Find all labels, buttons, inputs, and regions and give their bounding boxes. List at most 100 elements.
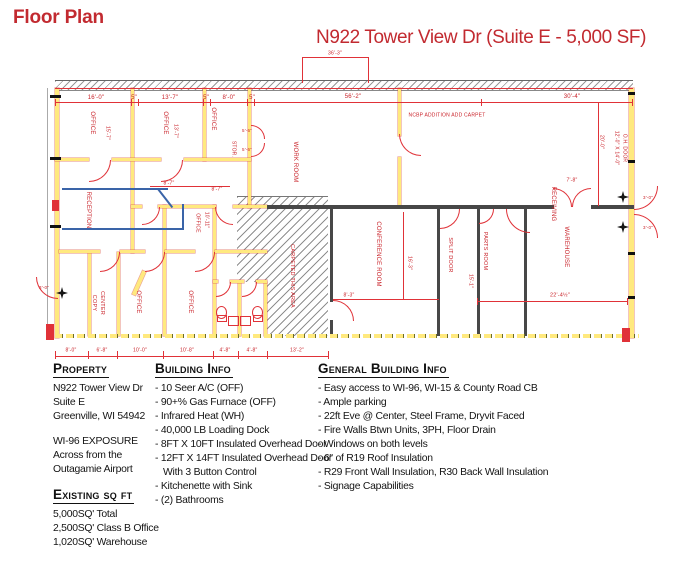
dimension-line <box>302 57 368 58</box>
existing-sqft-line: 1,020SQ' Warehouse <box>53 537 148 548</box>
dimension-line <box>55 356 329 357</box>
property-line: Across from the <box>53 450 123 461</box>
window-tick <box>50 225 61 228</box>
plan-label: 13'-7" <box>161 95 179 101</box>
door-diamond-marker <box>617 221 629 233</box>
plan-label: COPY <box>90 294 97 312</box>
window-tick <box>628 296 635 299</box>
plan-label: 30'-4" <box>563 94 581 100</box>
extension-line <box>47 88 48 338</box>
wall-segment <box>131 205 142 208</box>
plan-label: OFFICE <box>135 290 141 314</box>
dimension-tick <box>238 351 239 359</box>
building-info-item: 90+% Gas Furnace (OFF) <box>155 396 333 410</box>
fixture-symbol <box>217 315 227 322</box>
plan-label: 8'-3" <box>343 292 355 299</box>
plan-label: WORK ROOM <box>292 141 298 183</box>
toilet-symbol <box>216 306 227 319</box>
plan-label: 16'-3" <box>406 256 413 270</box>
lease-line-dashed <box>55 334 639 338</box>
wall-segment <box>55 158 89 161</box>
reception-counter <box>62 228 184 230</box>
plan-label: 56'-2" <box>344 94 362 100</box>
dimension-line <box>333 299 439 300</box>
dimension-tick <box>247 99 248 106</box>
wall-segment <box>256 280 267 283</box>
property-line: Outagamie Airport <box>53 464 133 475</box>
wall-segment <box>117 252 120 336</box>
building-info-list: 10 Seer A/C (OFF)90+% Gas Furnace (OFF)I… <box>155 382 333 508</box>
door-diamond-marker <box>617 191 629 203</box>
door-arc <box>142 207 160 225</box>
plan-label: 16'-0" <box>87 95 105 101</box>
toilet-symbol <box>252 306 263 319</box>
wall-segment <box>238 282 241 336</box>
wall-segment <box>59 250 100 253</box>
dimension-line <box>55 102 633 103</box>
plan-label: OFFICE <box>210 107 216 131</box>
plan-label: OFFICE <box>162 111 168 135</box>
building-info-item: Kitchenette with Sink <box>155 480 333 494</box>
plan-label: 8'-0" <box>65 347 77 354</box>
building-info-section: Building Info 10 Seer A/C (OFF)90+% Gas … <box>155 360 333 508</box>
floor-plan-drawing: 16'-0"5"13'-7"5"8'-0"5"56'-2"30'-4"36'-3… <box>36 50 658 359</box>
door-arc <box>216 282 231 297</box>
plan-label: 4'-8" <box>246 347 258 354</box>
door-arc <box>251 143 265 157</box>
plan-label: 36'-3" <box>328 50 342 57</box>
plan-label: RECEIVING <box>550 186 556 222</box>
wall-segment-dark <box>437 209 440 336</box>
wall-segment <box>158 205 216 208</box>
equipment-symbol <box>52 200 59 211</box>
door-arc <box>506 209 530 233</box>
dimension-tick <box>267 351 268 359</box>
door-arc <box>161 160 183 182</box>
plan-label: 8'-0" <box>222 95 236 101</box>
general-info-heading: General Building Info <box>318 361 449 378</box>
dimension-tick <box>632 99 633 106</box>
dimension-line <box>368 57 369 83</box>
door-arc <box>572 188 591 207</box>
dimension-line <box>598 103 599 206</box>
building-info-heading: Building Info <box>155 361 233 378</box>
wall-segment <box>163 205 166 336</box>
plan-label: OFFICE <box>194 213 201 233</box>
plan-label: 5" <box>131 95 137 101</box>
dimension-line <box>403 212 404 300</box>
dimension-tick <box>88 351 89 359</box>
wall-segment <box>203 88 206 161</box>
wall-segment <box>215 250 267 253</box>
existing-sqft-line: 5,000SQ' Total <box>53 509 118 520</box>
wall-segment <box>230 280 244 283</box>
general-info-list: Easy access to WI-96, WI-15 & County Roa… <box>318 382 680 494</box>
dimension-line <box>302 57 303 83</box>
dimension-tick <box>117 351 118 359</box>
wall-segment <box>398 88 401 136</box>
fixture-symbol <box>253 315 263 322</box>
plan-label: 15'-7" <box>104 126 111 140</box>
building-info-item: 12FT X 14FT Insulated Overhead Door With… <box>155 452 333 480</box>
wall-segment <box>184 158 251 161</box>
dimension-tick <box>210 99 211 106</box>
plan-label: 10'-11" <box>203 211 210 229</box>
door-arc <box>242 282 257 297</box>
plan-label: 12'-0" X 14'-0" <box>613 130 620 166</box>
equipment-symbol <box>622 328 630 342</box>
plan-label: 10'-8" <box>180 347 194 354</box>
door-arc <box>251 125 265 139</box>
general-info-item: Fire Walls Btwn Units, 3PH, Floor Drain <box>318 424 680 438</box>
plan-label: CARPETED THIS AREA <box>288 244 295 308</box>
wall-segment-dark <box>477 209 480 336</box>
dimension-line <box>477 301 628 302</box>
wall-segment <box>131 88 134 253</box>
exterior-wall-hatch <box>55 80 633 91</box>
dimension-tick <box>254 99 255 106</box>
property-heading: Property <box>53 361 110 378</box>
door-arc <box>145 252 165 272</box>
door-arc <box>479 209 494 224</box>
wall-segment <box>233 205 267 208</box>
plan-label: STOR. <box>230 140 237 158</box>
